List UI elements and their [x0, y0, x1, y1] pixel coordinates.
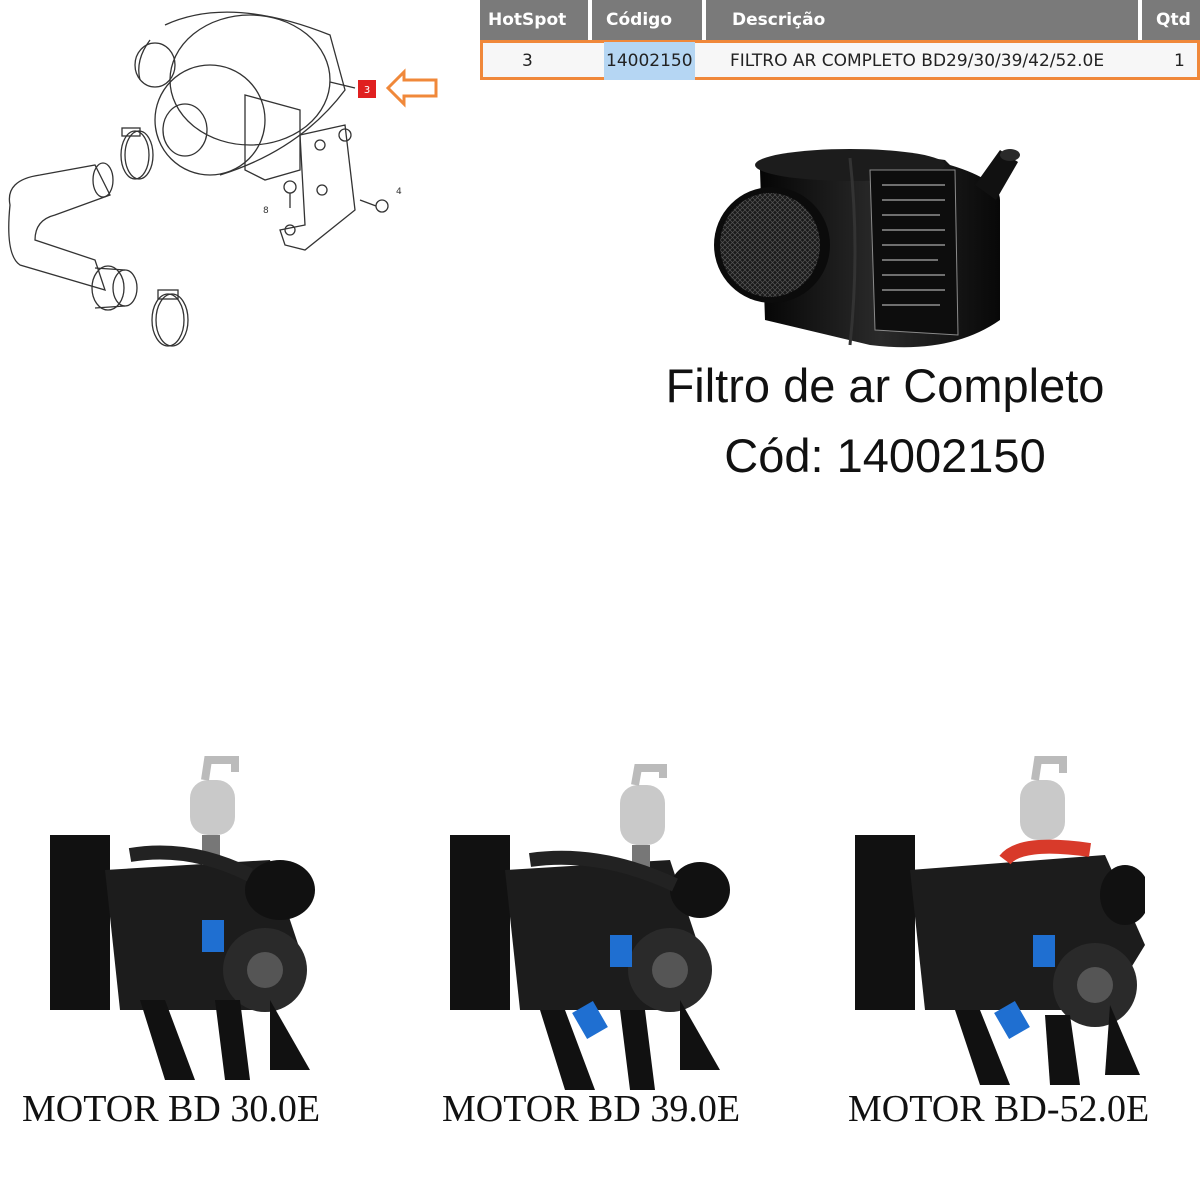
column-header-codigo: Código [588, 0, 702, 40]
engine-image [50, 756, 315, 1080]
air-filter-image [714, 149, 1020, 348]
engine-label: MOTOR BD 39.0E [442, 1088, 741, 1130]
callout-number: 4 [396, 187, 402, 197]
column-header-descricao: Descrição [702, 0, 1138, 40]
product-code: Cód: 14002150 [724, 429, 1046, 482]
cell-hotspot: 3 [522, 51, 533, 71]
exploded-parts-diagram: 3 4 8 [8, 11, 438, 347]
parts-table: HotSpot Código Descrição Qtd 3 14002150 … [480, 0, 1200, 80]
arrow-left-icon [385, 68, 438, 108]
cell-codigo[interactable]: 14002150 [604, 42, 695, 80]
column-header-qtd: Qtd [1138, 0, 1200, 40]
hotspot-marker[interactable] [358, 80, 376, 98]
engine-image [855, 756, 1145, 1085]
cell-descricao: FILTRO AR COMPLETO BD29/30/39/42/52.0E [730, 51, 1105, 71]
hotspot-number: 3 [364, 85, 370, 96]
cell-qtd: 1 [1174, 51, 1185, 71]
table-row[interactable] [480, 40, 1200, 80]
column-header-hotspot: HotSpot [480, 0, 588, 40]
product-title: Filtro de ar Completo [665, 359, 1105, 412]
engine-image [450, 764, 730, 1090]
engine-label: MOTOR BD 30.0E [22, 1088, 321, 1130]
engine-label: MOTOR BD-52.0E [848, 1088, 1150, 1130]
callout-number: 8 [263, 206, 269, 216]
